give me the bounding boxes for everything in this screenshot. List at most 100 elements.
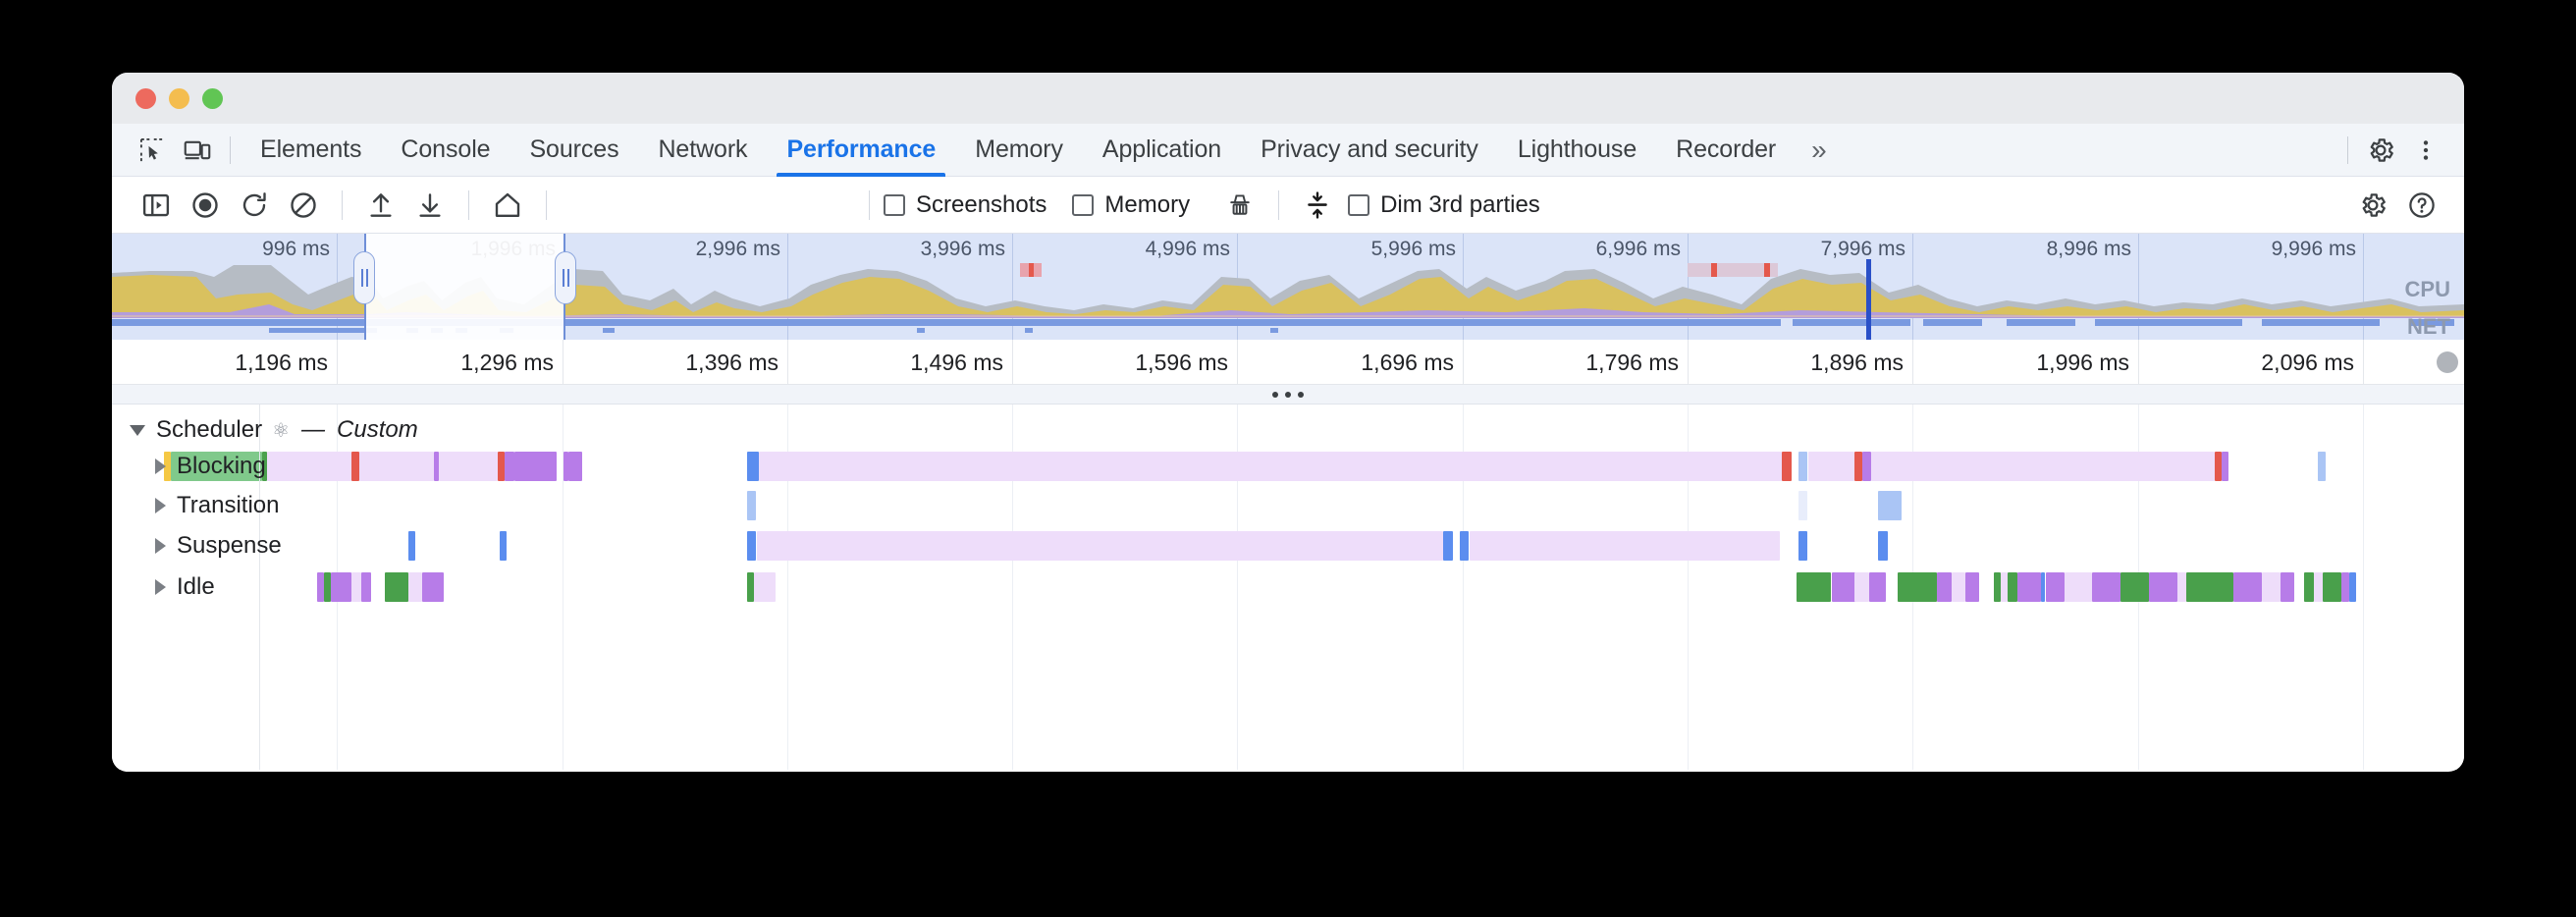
- flame-bar[interactable]: [384, 572, 408, 602]
- flame-bar[interactable]: [170, 452, 263, 481]
- collect-garbage-icon[interactable]: [1215, 181, 1264, 230]
- chevron-right-icon[interactable]: [155, 498, 166, 513]
- flame-bar[interactable]: [1878, 531, 1888, 561]
- flame-bar[interactable]: [513, 452, 557, 481]
- tab-sources[interactable]: Sources: [529, 135, 619, 163]
- flame-bar[interactable]: [1798, 452, 1808, 481]
- flame-bar[interactable]: [439, 452, 498, 481]
- chevron-right-icon[interactable]: [155, 579, 166, 595]
- flame-bar[interactable]: [1807, 452, 1855, 481]
- overview-window-right-handle[interactable]: [555, 251, 576, 304]
- track-idle[interactable]: Idle: [112, 567, 2464, 607]
- flame-bar[interactable]: [1469, 531, 1780, 561]
- flame-bar[interactable]: [2318, 452, 2326, 481]
- flame-bar[interactable]: [2261, 572, 2281, 602]
- track-transition[interactable]: Transition: [112, 486, 2464, 525]
- flame-bar[interactable]: [2313, 572, 2324, 602]
- flame-bar[interactable]: [1798, 531, 1808, 561]
- flame-bar[interactable]: [407, 531, 416, 561]
- flame-bar[interactable]: [1854, 452, 1862, 481]
- flame-bar[interactable]: [2281, 572, 2295, 602]
- overview-selection-window[interactable]: [364, 234, 565, 340]
- record-icon[interactable]: [181, 181, 230, 230]
- minimize-window-button[interactable]: [169, 87, 189, 109]
- flame-bar[interactable]: [351, 572, 361, 602]
- flame-bar[interactable]: [1831, 572, 1855, 602]
- flame-bar[interactable]: [434, 452, 440, 481]
- tab-elements[interactable]: Elements: [260, 135, 362, 163]
- flame-bar[interactable]: [351, 452, 359, 481]
- flame-bar[interactable]: [2092, 572, 2121, 602]
- timeline-overview[interactable]: 996 ms1,996 ms2,996 ms3,996 ms4,996 ms5,…: [112, 234, 2464, 340]
- flame-bar[interactable]: [2176, 572, 2187, 602]
- dim-3rd-parties-checkbox[interactable]: [1348, 193, 1370, 216]
- flame-bar[interactable]: [2001, 572, 2009, 602]
- reload-and-record-icon[interactable]: [230, 181, 279, 230]
- flame-bar[interactable]: [2233, 572, 2262, 602]
- flame-bar[interactable]: [330, 572, 352, 602]
- download-profile-icon[interactable]: [405, 181, 455, 230]
- overview-window-left-handle[interactable]: [353, 251, 375, 304]
- flame-bar[interactable]: [497, 452, 506, 481]
- flame-bar[interactable]: [323, 572, 331, 602]
- track-suspense[interactable]: Suspense: [112, 526, 2464, 566]
- settings-gear-icon[interactable]: [2358, 128, 2403, 173]
- flame-bar[interactable]: [2348, 572, 2356, 602]
- expand-collapse-icon[interactable]: [1293, 181, 1342, 230]
- flame-bar[interactable]: [1796, 572, 1832, 602]
- flame-bar[interactable]: [2045, 572, 2065, 602]
- help-icon[interactable]: [2397, 181, 2446, 230]
- tab-recorder[interactable]: Recorder: [1676, 135, 1777, 163]
- flame-bar[interactable]: [422, 572, 444, 602]
- home-icon[interactable]: [483, 181, 532, 230]
- flame-bar[interactable]: [2148, 572, 2177, 602]
- flame-bar[interactable]: [2064, 572, 2093, 602]
- flame-bar[interactable]: [2040, 572, 2046, 602]
- device-toolbar-icon[interactable]: [175, 128, 220, 173]
- flame-bar[interactable]: [267, 452, 352, 481]
- flame-bar[interactable]: [358, 452, 435, 481]
- tab-network[interactable]: Network: [658, 135, 748, 163]
- flame-bar[interactable]: [746, 531, 757, 561]
- flame-bar[interactable]: [163, 452, 171, 481]
- tab-performance[interactable]: Performance: [767, 124, 955, 177]
- flame-bar[interactable]: [1443, 531, 1453, 561]
- chevron-right-icon[interactable]: [155, 538, 166, 554]
- flame-bar[interactable]: [2016, 572, 2041, 602]
- inspect-element-icon[interactable]: [130, 128, 175, 173]
- track-blocking[interactable]: Blocking: [112, 447, 2464, 486]
- flame-bar[interactable]: [2186, 572, 2234, 602]
- flame-bar[interactable]: [1868, 572, 1886, 602]
- flame-bar[interactable]: [1878, 491, 1903, 520]
- close-window-button[interactable]: [135, 87, 156, 109]
- memory-checkbox[interactable]: [1072, 193, 1095, 216]
- more-tabs-chevron-icon[interactable]: »: [1811, 134, 1827, 165]
- flame-bar[interactable]: [1798, 491, 1808, 520]
- flame-bar[interactable]: [1871, 452, 2215, 481]
- capture-settings-gear-icon[interactable]: [2348, 181, 2397, 230]
- dim-3rd-parties-checkbox-group[interactable]: Dim 3rd parties: [1348, 191, 1540, 219]
- flame-bar[interactable]: [758, 452, 1783, 481]
- flame-bar[interactable]: [756, 531, 1444, 561]
- flame-bar[interactable]: [754, 572, 776, 602]
- flame-bar[interactable]: [505, 452, 514, 481]
- flame-bar[interactable]: [746, 452, 759, 481]
- chevron-down-icon[interactable]: [130, 424, 145, 436]
- tab-lighthouse[interactable]: Lighthouse: [1517, 135, 1637, 163]
- flame-bar[interactable]: [1993, 572, 2001, 602]
- flame-bar[interactable]: [1897, 572, 1938, 602]
- flame-bar[interactable]: [1937, 572, 1952, 602]
- flame-bar[interactable]: [1951, 572, 1966, 602]
- flame-bar[interactable]: [262, 452, 268, 481]
- flame-bar[interactable]: [1861, 452, 1872, 481]
- flame-bar[interactable]: [2304, 572, 2314, 602]
- chevron-right-icon[interactable]: [155, 458, 166, 474]
- flame-bar[interactable]: [361, 572, 371, 602]
- flame-bar[interactable]: [746, 491, 757, 520]
- flame-bar[interactable]: [2215, 452, 2223, 481]
- tab-console[interactable]: Console: [401, 135, 491, 163]
- zoom-window-button[interactable]: [202, 87, 223, 109]
- flame-bar[interactable]: [2222, 452, 2229, 481]
- memory-checkbox-group[interactable]: Memory: [1072, 191, 1190, 219]
- flame-bar[interactable]: [1965, 572, 1980, 602]
